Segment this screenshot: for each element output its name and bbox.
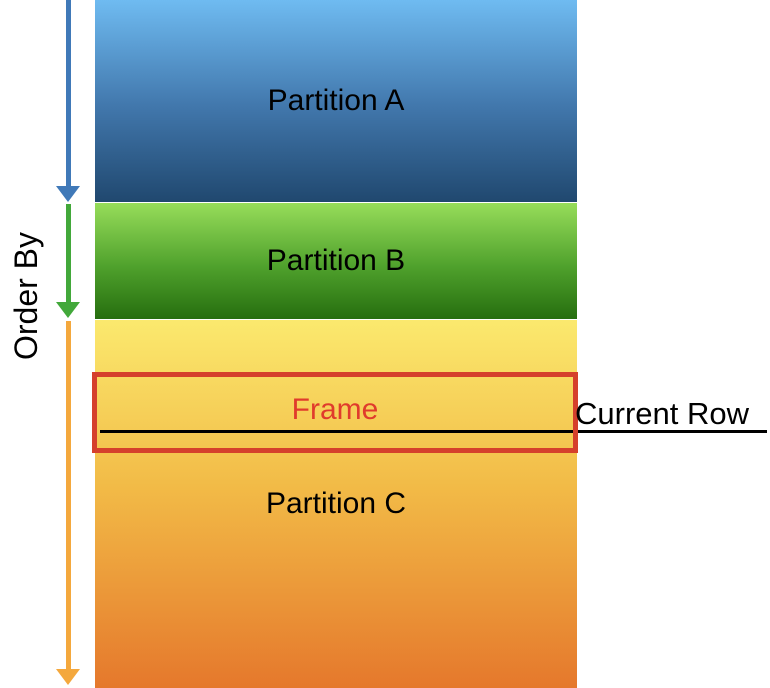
partition-c-box: Partition C <box>95 320 577 688</box>
frame-rectangle: Frame <box>92 372 578 453</box>
partition-c-label: Partition C <box>265 487 407 520</box>
order-by-axis-label: Order By <box>8 231 44 361</box>
frame-label: Frame <box>291 392 379 426</box>
arrow-down-icon <box>56 302 80 318</box>
arrow-down-icon <box>56 669 80 685</box>
current-row-line <box>100 430 767 433</box>
partition-a-box: Partition A <box>95 0 577 202</box>
order-arrow-partition-c-shaft <box>66 321 71 669</box>
partition-b-label: Partition B <box>266 244 406 277</box>
current-row-label: Current Row <box>575 396 749 431</box>
order-arrow-partition-b-shaft <box>66 204 71 302</box>
partition-b-box: Partition B <box>95 203 577 319</box>
arrow-down-icon <box>56 186 80 202</box>
order-arrow-partition-a-shaft <box>66 0 71 186</box>
partition-a-label: Partition A <box>267 84 405 117</box>
